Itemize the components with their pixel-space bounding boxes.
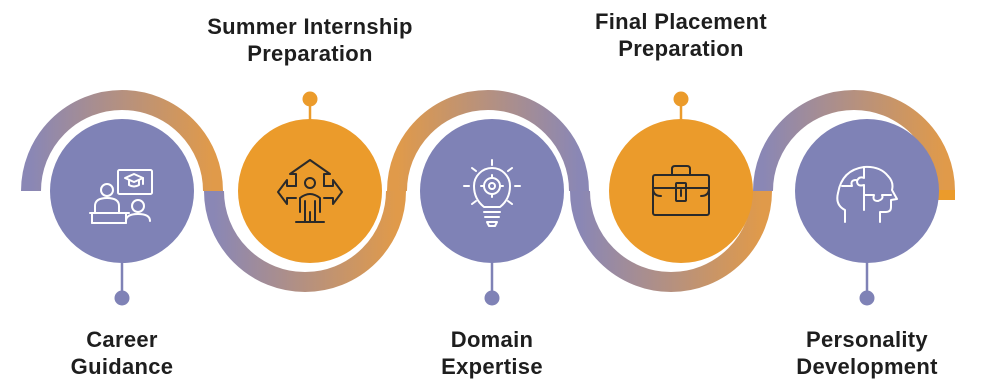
- step-label-line: Career: [86, 327, 158, 352]
- step-circle-2: [238, 119, 382, 263]
- connector-arc-4: [570, 190, 772, 292]
- person-arrows-growth-icon: [277, 159, 343, 223]
- step-label-final-placement: Final Placement Preparation: [551, 8, 811, 62]
- briefcase-icon: [652, 165, 710, 216]
- step-label-line: Personality: [806, 327, 928, 352]
- step-label-line: Preparation: [618, 36, 744, 61]
- step-label-line: Final Placement: [594, 9, 767, 34]
- step-label-career-guidance: Career Guidance: [0, 326, 252, 380]
- connector-end-cap: [935, 190, 955, 200]
- connector-arc-3: [387, 90, 589, 192]
- step-label-personality-development: Personality Development: [737, 326, 993, 380]
- step-label-line: Summer Internship: [207, 14, 413, 39]
- step-label-line: Guidance: [70, 354, 174, 379]
- step-circle-1: [50, 119, 194, 263]
- step-circle-3: [420, 119, 564, 263]
- lightbulb-gear-icon: [463, 159, 521, 227]
- step-label-line: Domain: [450, 327, 534, 352]
- classroom-teacher-icon: [89, 169, 153, 224]
- connector-arc-5: [753, 90, 955, 192]
- step-circle-5: [795, 119, 939, 263]
- step-label-line: Preparation: [247, 41, 373, 66]
- step-label-domain-expertise: Domain Expertise: [362, 326, 622, 380]
- head-puzzle-icon: [836, 165, 898, 223]
- step-label-summer-internship: Summer Internship Preparation: [180, 13, 440, 67]
- connector-arc-2: [204, 190, 406, 292]
- connector-arc-1: [21, 90, 223, 192]
- step-label-line: Development: [796, 354, 938, 379]
- step-label-line: Expertise: [441, 354, 543, 379]
